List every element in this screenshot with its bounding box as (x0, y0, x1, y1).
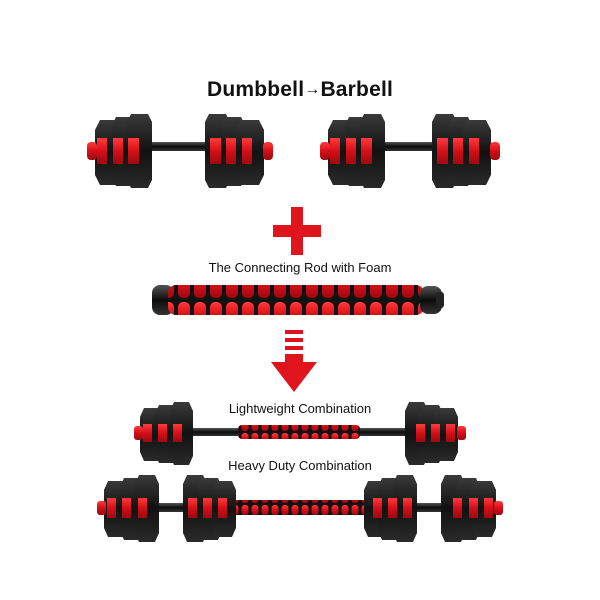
plus-icon (273, 207, 321, 255)
lightweight-caption: Lightweight Combination (228, 401, 372, 416)
title-barbell: Barbell (320, 78, 394, 101)
title-arrow-icon: → (304, 81, 321, 98)
title-dumbbell: Dumbbell (206, 78, 305, 101)
heavy-duty-barbell (97, 475, 503, 542)
dumbbell-right (320, 114, 500, 188)
page-title: Dumbbell→Barbell (0, 78, 600, 102)
heavy-duty-caption: Heavy Duty Combination (228, 458, 372, 473)
connecting-rod (152, 285, 444, 315)
dumbbell-left (87, 114, 273, 188)
down-arrow-icon (271, 330, 317, 392)
lightweight-barbell (134, 402, 466, 465)
rod-caption: The Connecting Rod with Foam (208, 260, 392, 275)
